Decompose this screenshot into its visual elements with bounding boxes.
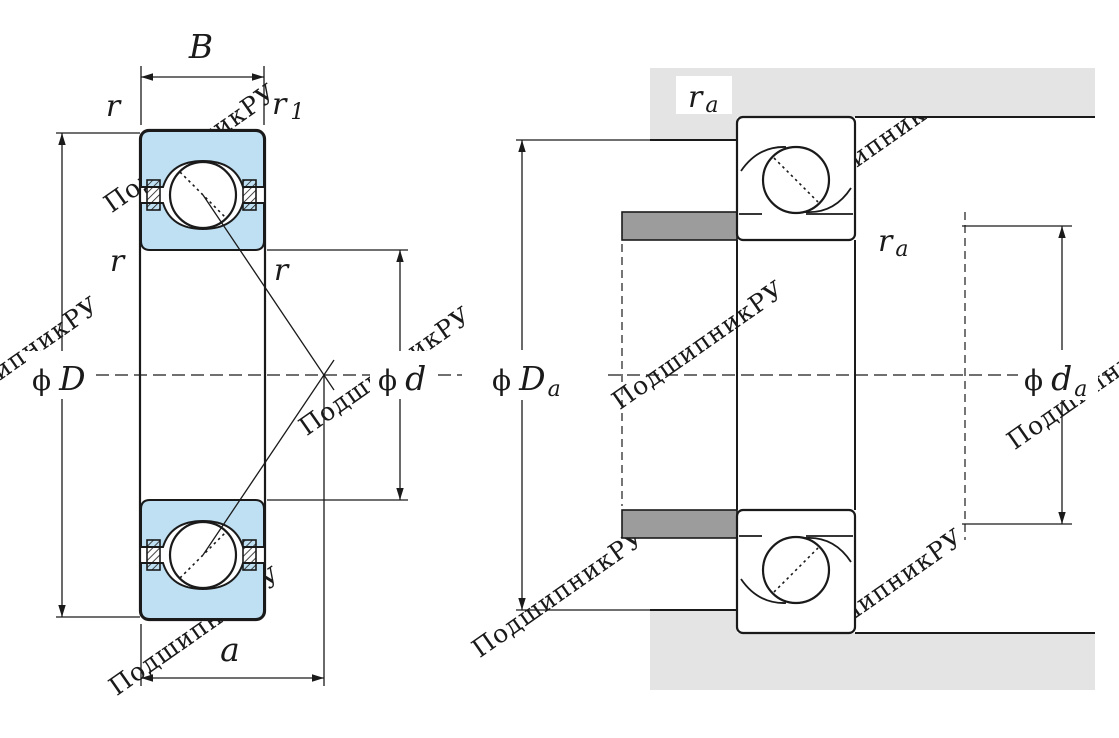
shaft-shoulder-upper — [621, 211, 738, 241]
contact-angle-line — [202, 194, 335, 391]
ball-axis-dotted-line — [179, 531, 227, 579]
watermark-text: ПодшипникРУ — [606, 275, 789, 416]
outer-ring-lower-section — [140, 562, 265, 620]
ball-axis-dotted-line — [773, 157, 819, 203]
shaft-shoulder-lower — [621, 509, 738, 539]
inner-ring-upper-section — [140, 202, 265, 251]
inner-ring-lower-section — [140, 499, 265, 548]
ball-axis-dotted-line — [773, 547, 819, 593]
dim-label-B: B — [188, 27, 213, 66]
cage-hatch — [146, 539, 161, 571]
housing-section-lower — [650, 610, 1095, 690]
dim-label-r-mid-right: r — [274, 253, 290, 288]
dim-label-r-top-left: r — [106, 89, 122, 124]
housing-section-upper — [650, 68, 1095, 140]
label-background — [370, 351, 432, 399]
raceway-arc — [804, 187, 852, 213]
contact-angle-line — [202, 359, 335, 556]
raceway-arc — [740, 146, 787, 172]
raceway-arc — [740, 578, 787, 604]
dim-label-r-mid-left: r — [110, 244, 126, 279]
cage-hatch — [242, 539, 257, 571]
label-background — [26, 351, 94, 399]
watermark-text: ПодшипникРУ — [466, 523, 649, 664]
outer-ring-upper-section — [140, 130, 265, 188]
label-background — [486, 350, 562, 400]
dim-label-a: a — [220, 630, 240, 669]
label-background — [676, 76, 732, 114]
raceway-arc — [804, 537, 852, 563]
label-background — [1018, 350, 1098, 400]
ball-axis-dotted-line — [179, 171, 227, 219]
cage-hatch — [242, 179, 257, 211]
cage-hatch — [146, 179, 161, 211]
